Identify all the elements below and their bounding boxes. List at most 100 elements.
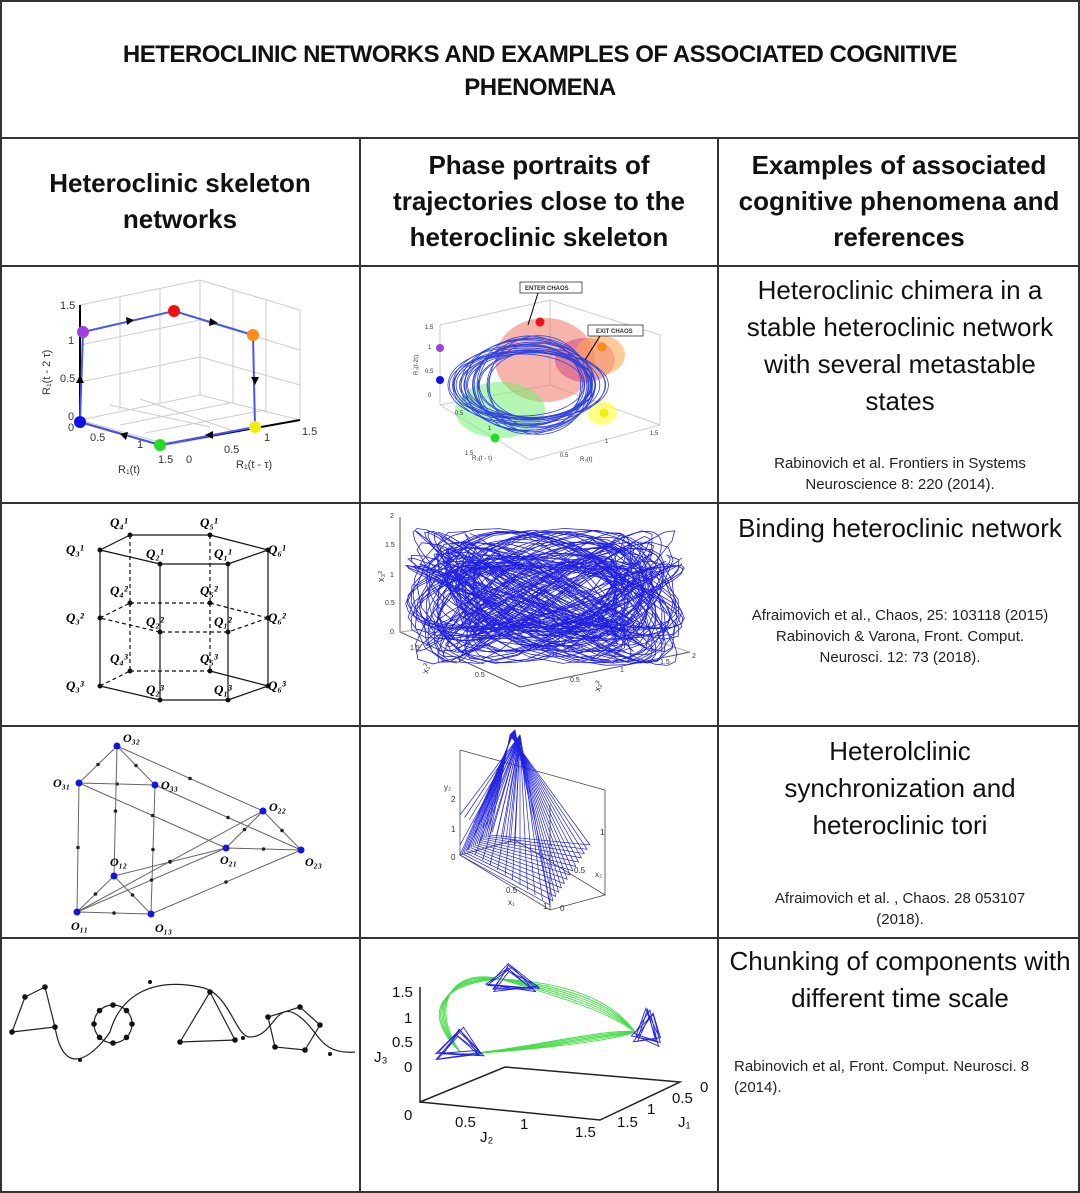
node (110, 872, 118, 880)
tick-label: 2 (692, 653, 696, 660)
trajectory (444, 546, 645, 648)
node (123, 1007, 130, 1014)
divider (717, 137, 719, 1193)
trajectory (465, 349, 592, 421)
trajectory (476, 731, 574, 872)
node-label: O₂₁ (220, 853, 237, 867)
connection-curve (54, 983, 356, 1060)
arrow-marker (188, 776, 192, 781)
node (207, 668, 213, 674)
divider (0, 502, 1080, 504)
tick-label: 1 (264, 432, 270, 444)
node-label: Q₆² (268, 610, 287, 625)
tick-label: 1 (543, 902, 548, 911)
node-label: Q₆¹ (268, 542, 286, 557)
axis-label: x₁ (508, 898, 515, 907)
state-node (77, 326, 89, 338)
reference-line: (2018). (876, 911, 924, 928)
axis-label: R₁(t - 2 τ) (41, 350, 53, 395)
trajectory (488, 335, 589, 435)
node-label: Q₆³ (268, 678, 287, 693)
tick-label: 1.5 (617, 1114, 638, 1131)
node-label: O₁₂ (110, 855, 127, 869)
tick-label: 0.5 (506, 886, 518, 895)
arrow-marker (112, 911, 116, 915)
tick-label: 1 (428, 345, 432, 351)
trajectory (461, 729, 554, 902)
node (157, 629, 163, 635)
state-node (154, 439, 166, 451)
axis-label: R₁(t) (118, 464, 140, 476)
edge (99, 534, 131, 551)
node (148, 980, 152, 984)
node (207, 532, 213, 538)
tick-label: 1 (404, 1010, 412, 1027)
node (97, 547, 103, 553)
node (241, 1036, 245, 1040)
axis-label: J₁ (678, 1114, 691, 1131)
arrow-marker (130, 893, 135, 897)
node (127, 668, 133, 674)
trajectory (471, 341, 596, 429)
reference-line: Rabinovich et al. Frontiers in Systems (774, 455, 1026, 472)
phenomenon-title: Heteroclinic chimera in a stable heteroc… (746, 275, 1054, 416)
skeleton-figure-1: 1.5 1 0.5 0 0 0.5 1 1.5 0 0.5 1 1.5 R₁(t… (0, 265, 358, 502)
edge (227, 685, 269, 701)
phase-portrait-2: 2 1.5 1 0.5 0 1.5 1 0.5 0.5 1 1.5 2 x₃² … (360, 502, 718, 725)
arrow-marker (113, 809, 118, 813)
node-label: Q₄² (110, 583, 129, 598)
trajectory (483, 733, 583, 859)
tick-label: 0.5 (574, 866, 586, 875)
node-label: O₁₁ (71, 919, 88, 933)
trajectory (447, 541, 643, 653)
trajectory (633, 1008, 659, 1043)
axis-label: x₂ (595, 870, 602, 879)
node-label: Q₁² (214, 614, 233, 629)
node-label: Q₂¹ (146, 546, 164, 561)
reference-line: Afraimovich et al., Chaos, 25: 103118 (2… (751, 607, 1049, 624)
node (297, 1004, 303, 1010)
reference-line: Neuroscience 8: 220 (2014). (805, 476, 995, 493)
trajectory (458, 353, 585, 417)
trajectory (416, 541, 674, 653)
tick-label: 0 (68, 422, 74, 434)
node-label: Q₂² (146, 614, 165, 629)
node (265, 683, 271, 689)
node (265, 1014, 271, 1020)
node (110, 1002, 116, 1008)
trajectory (434, 1028, 480, 1056)
tick-label: 1 (520, 1116, 528, 1133)
axis-label: y₂ (444, 783, 451, 792)
tick-label: 0.5 (570, 677, 580, 684)
edge (209, 670, 269, 687)
node (91, 1021, 97, 1027)
trajectory (407, 557, 683, 637)
phenomenon-title: Binding heteroclinic network (738, 513, 1062, 543)
tick-label: 1.5 (410, 645, 420, 652)
node (97, 615, 103, 621)
trajectory (428, 561, 662, 634)
trajectory (472, 546, 618, 648)
tick-label: 1 (620, 667, 624, 674)
trajectory (435, 1026, 482, 1060)
divider (359, 137, 361, 1193)
axis-label: x₁² (420, 662, 432, 674)
node (97, 683, 103, 689)
tick-label: 1 (488, 426, 492, 432)
node (157, 697, 163, 703)
node-label: Q₃² (66, 610, 85, 625)
tick-label: 1 (600, 828, 605, 837)
node-label: Q₅² (200, 583, 219, 598)
trajectory (424, 531, 666, 663)
trajectory (493, 964, 537, 989)
tick-label: 0.5 (385, 600, 395, 607)
node (96, 1007, 103, 1014)
axis-label: x₃² (376, 571, 386, 582)
node (123, 1034, 130, 1041)
node-label: Q₁¹ (214, 546, 232, 561)
edge (209, 602, 269, 619)
node (157, 561, 163, 567)
trajectory (474, 731, 571, 876)
tick-label: 0 (428, 393, 432, 399)
